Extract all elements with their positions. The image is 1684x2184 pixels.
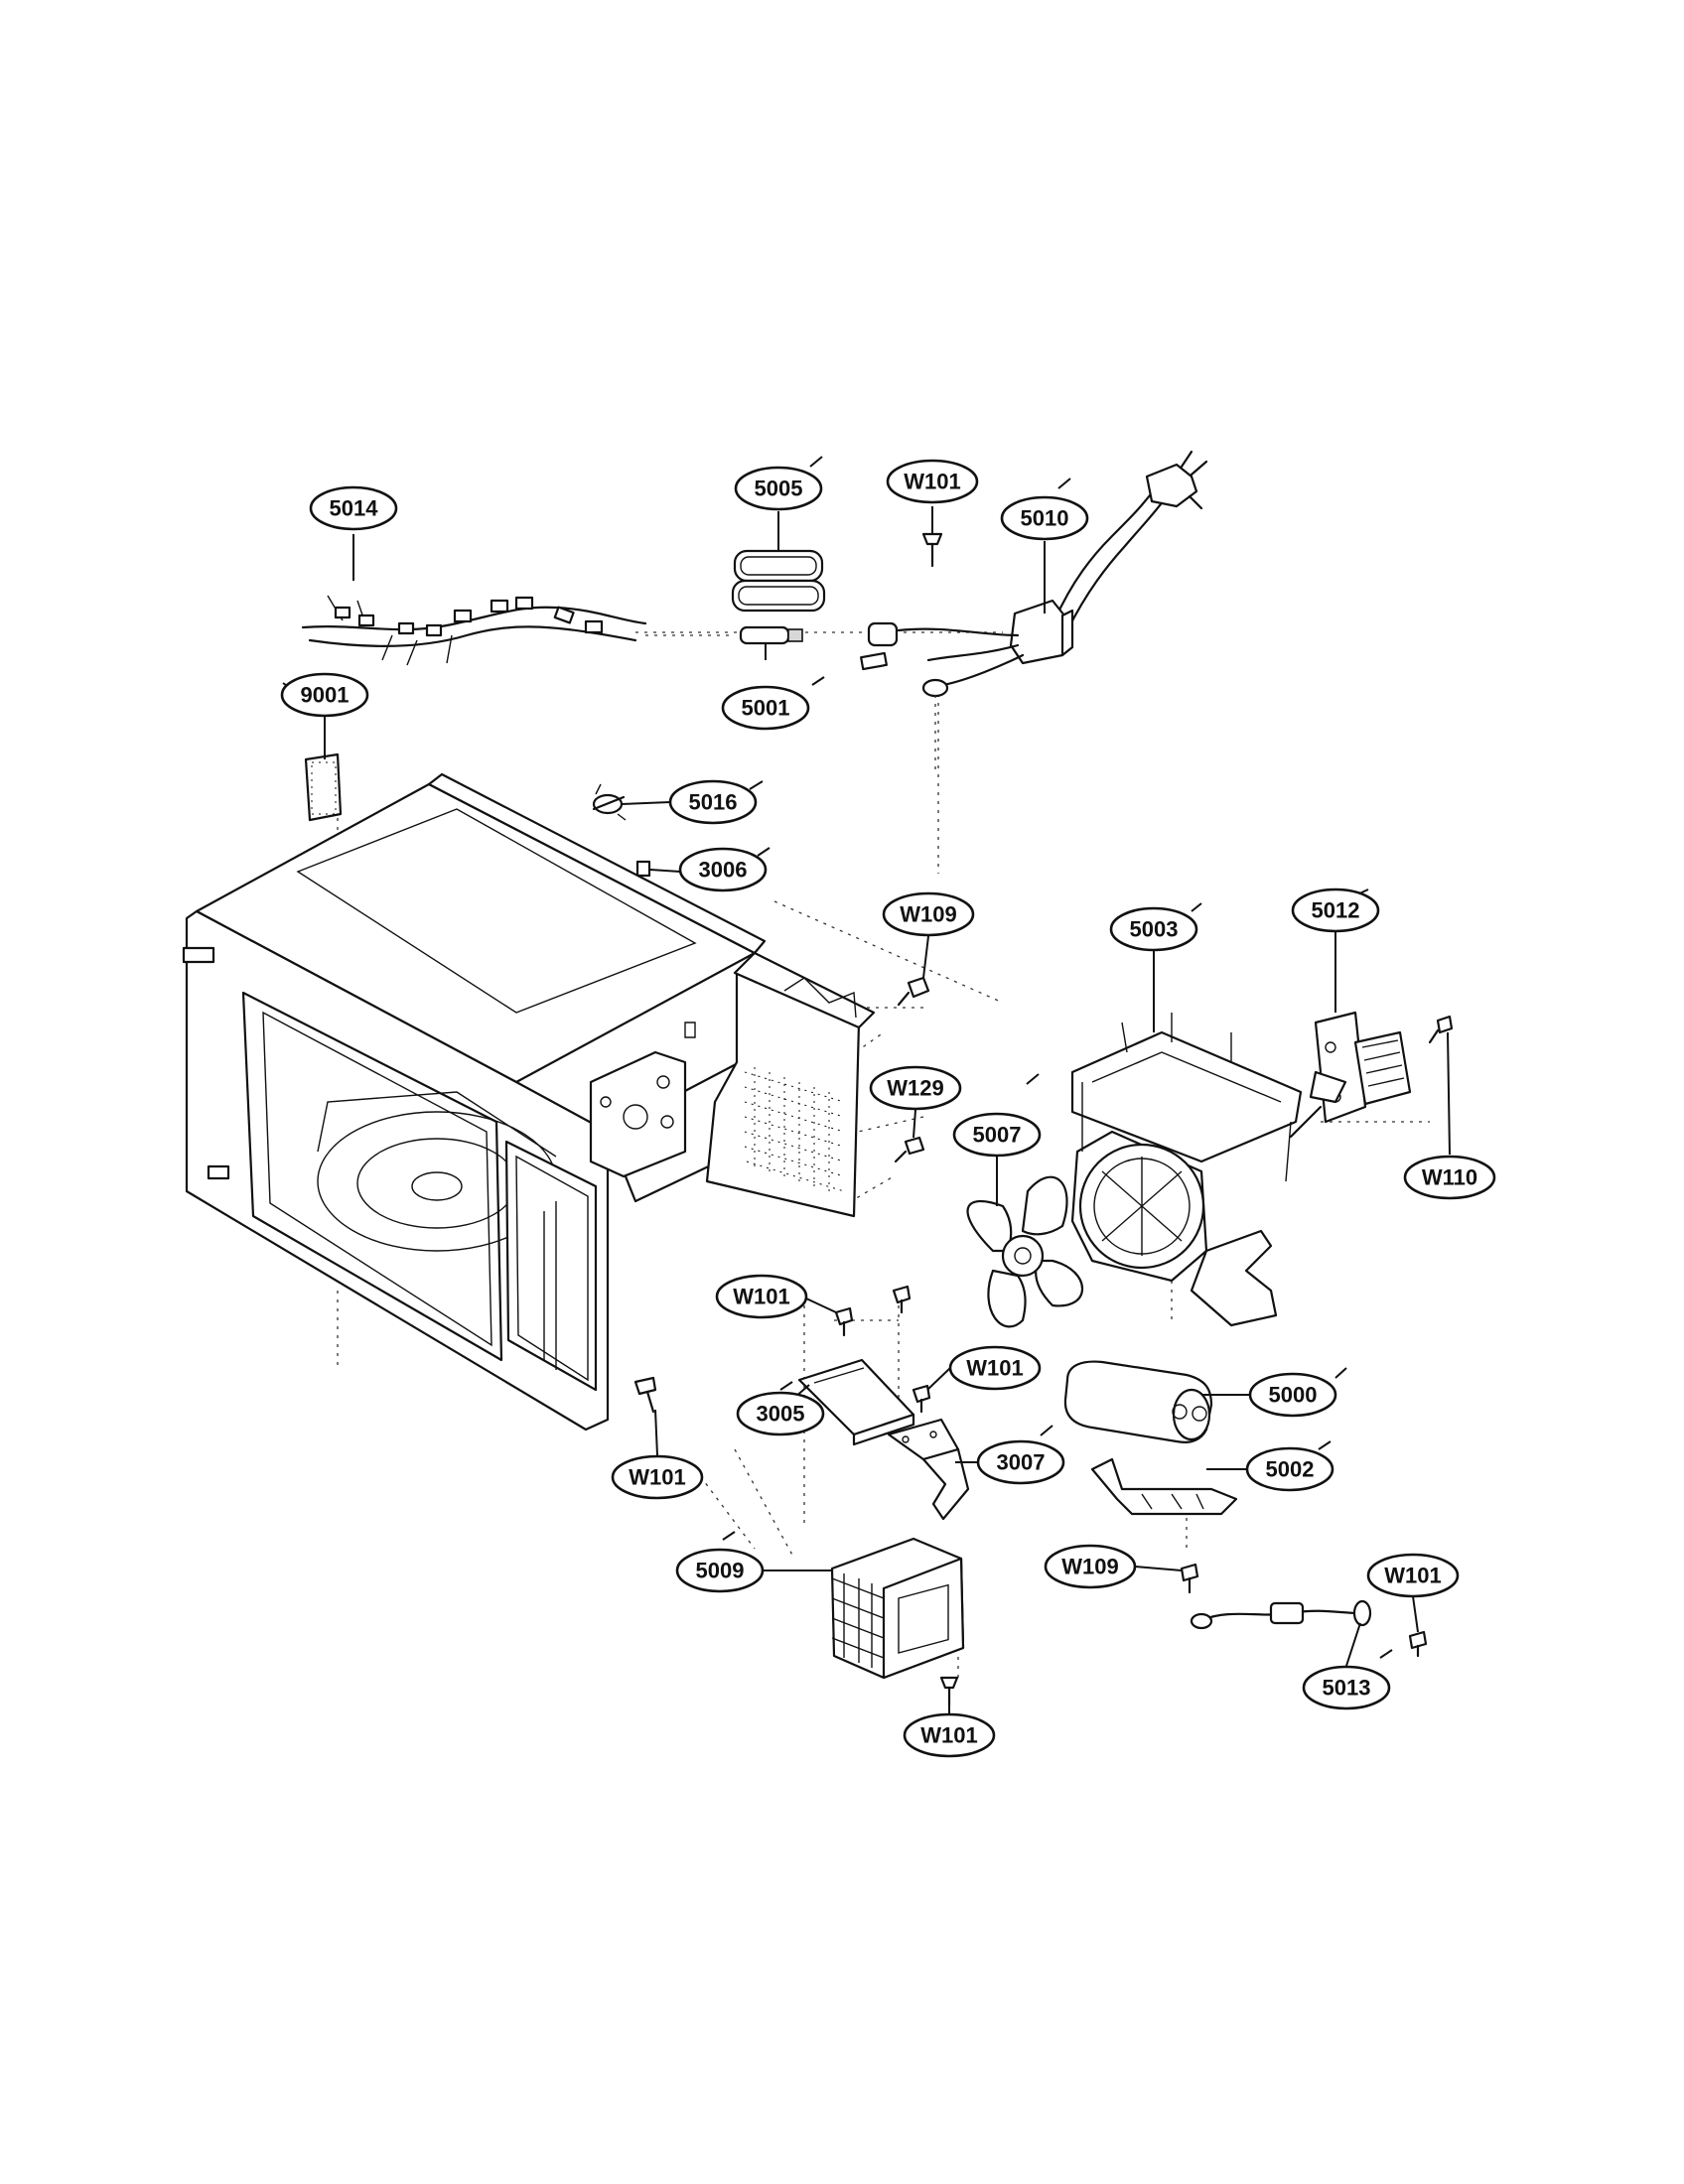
screw-w101-far [1408, 1630, 1428, 1658]
callout-w101-bottom-label: W101 [920, 1723, 977, 1748]
fuse-and-holder [731, 549, 826, 645]
power-cord-assembly [860, 450, 1208, 774]
callout-3007-label: 3007 [997, 1450, 1046, 1475]
callout-w101-right: W101 [948, 1345, 1042, 1391]
callout-5005-label: 5005 [755, 477, 803, 501]
callout-5003-label: 5003 [1130, 917, 1179, 942]
fan-blade [966, 1175, 1084, 1328]
screw-w101-top [921, 532, 943, 568]
callout-5000-label: 5000 [1269, 1383, 1318, 1408]
air-guide-duct [1070, 1013, 1303, 1327]
callout-w109-top-label: W109 [900, 902, 956, 927]
callout-3005-label: 3005 [757, 1402, 805, 1427]
screw-w129 [894, 1136, 925, 1163]
callout-3006-label: 3006 [699, 858, 748, 883]
callout-5014-label: 5014 [330, 496, 379, 521]
screw-w110 [1428, 1015, 1454, 1044]
callout-w101-mid-label: W101 [733, 1285, 789, 1309]
callout-5005: 5005 [734, 466, 823, 511]
oven-cavity-frame [182, 772, 876, 1432]
callout-w129: W129 [869, 1065, 962, 1111]
callout-9001: 9001 [280, 672, 369, 718]
callout-3006: 3006 [678, 847, 768, 892]
wire-harness [301, 595, 735, 666]
callout-w101-top-label: W101 [904, 470, 960, 494]
thermal-cutout [592, 783, 627, 821]
screw-w101-right [912, 1384, 931, 1414]
callout-3007: 3007 [976, 1439, 1065, 1485]
callout-5009-label: 5009 [696, 1559, 745, 1583]
callout-5001-label: 5001 [742, 696, 790, 721]
callout-5003: 5003 [1109, 906, 1198, 952]
callout-w109-bottom: W109 [1044, 1544, 1137, 1589]
callout-w101-top: W101 [886, 459, 979, 504]
magnetron [830, 1537, 965, 1680]
callout-5012: 5012 [1291, 887, 1380, 933]
callout-w101-mid: W101 [715, 1274, 808, 1319]
callout-5014: 5014 [309, 485, 398, 531]
callout-leaders [282, 456, 1451, 1714]
screw-w101-left [633, 1376, 657, 1414]
callout-5007-label: 5007 [973, 1123, 1022, 1148]
callout-5009: 5009 [675, 1548, 765, 1593]
callout-5016: 5016 [668, 779, 758, 825]
callout-5010: 5010 [1000, 495, 1089, 541]
capacitor [1063, 1360, 1213, 1443]
callout-w101-bottom: W101 [903, 1712, 996, 1758]
bracket-3005 [797, 1358, 915, 1446]
clip-3006 [635, 860, 651, 878]
screw-w101-mid [834, 1285, 912, 1337]
callout-w110: W110 [1403, 1155, 1496, 1200]
callout-w101-right-label: W101 [966, 1356, 1023, 1381]
callout-5002: 5002 [1245, 1446, 1334, 1492]
callout-5001: 5001 [721, 685, 810, 731]
callout-5010-label: 5010 [1021, 506, 1069, 531]
bracket-3007 [887, 1418, 970, 1521]
stirrer-motor [1289, 1011, 1412, 1139]
cover-9001 [304, 752, 343, 822]
callout-5013: 5013 [1302, 1665, 1391, 1710]
callout-5012-label: 5012 [1312, 898, 1360, 923]
callout-3005: 3005 [736, 1391, 825, 1436]
callout-5000: 5000 [1248, 1372, 1337, 1418]
callout-w101-left-label: W101 [629, 1465, 685, 1490]
callout-w129-label: W129 [887, 1076, 943, 1101]
callout-5007: 5007 [952, 1112, 1042, 1158]
callout-w110-label: W110 [1422, 1165, 1477, 1190]
screw-w109-top [897, 976, 930, 1007]
callout-5016-label: 5016 [689, 790, 738, 815]
callout-9001-label: 9001 [301, 683, 350, 708]
callout-5013-label: 5013 [1323, 1676, 1371, 1701]
callout-w101-far-label: W101 [1384, 1564, 1441, 1588]
callout-w101-far: W101 [1366, 1553, 1460, 1598]
callout-w101-left: W101 [611, 1454, 704, 1500]
screw-w101-bottom [939, 1676, 959, 1707]
callout-w109-top: W109 [882, 891, 975, 937]
callout-w109-bottom-label: W109 [1061, 1555, 1118, 1579]
high-voltage-wire [1190, 1599, 1372, 1630]
screw-w109-bottom [1180, 1563, 1199, 1594]
bracket-5002 [1090, 1457, 1238, 1516]
callout-5002-label: 5002 [1266, 1457, 1315, 1482]
